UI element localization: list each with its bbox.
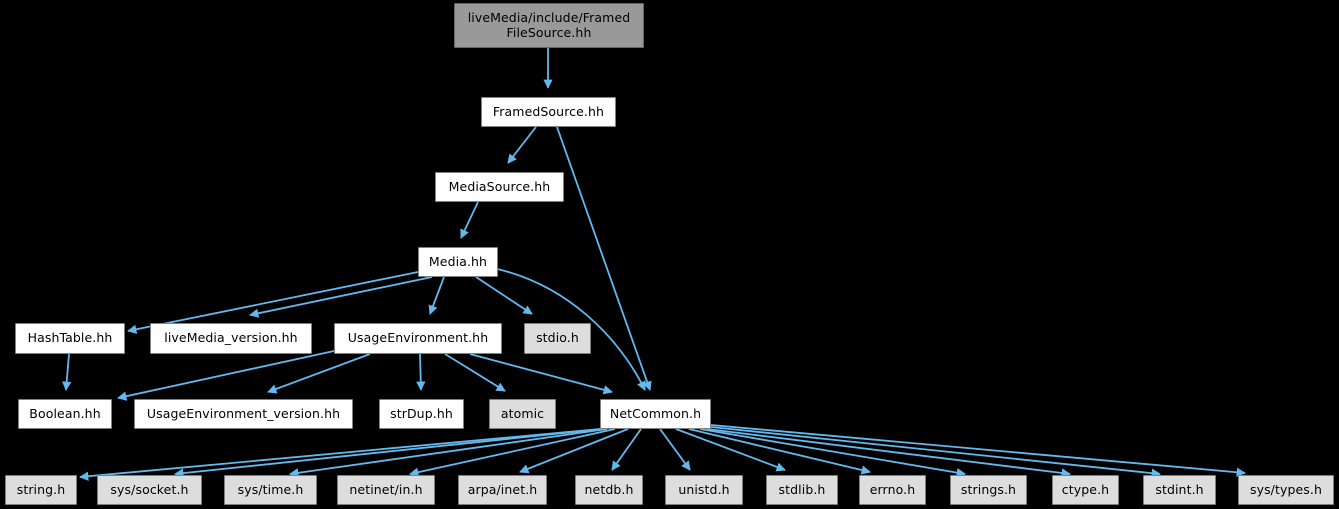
- graph-node-label: UsageEnvironment_version.hh: [146, 405, 341, 421]
- graph-node-stdint[interactable]: stdint.h: [1143, 475, 1216, 505]
- graph-node-label: liveMedia/include/Framed FileSource.hh: [467, 9, 631, 40]
- graph-node-label: FramedSource.hh: [492, 103, 605, 119]
- graph-node-label: netdb.h: [584, 481, 634, 497]
- graph-edge-netcommon-to-stringh: [79, 428, 601, 481]
- graph-node-usageenv[interactable]: UsageEnvironment.hh: [334, 323, 502, 354]
- graph-node-strings[interactable]: strings.h: [950, 475, 1027, 505]
- graph-edge-usageenv-to-boolean: [117, 350, 335, 401]
- graph-node-label: liveMedia_version.hh: [164, 330, 298, 346]
- graph-edge-netcommon-to-stdint: [710, 426, 1161, 478]
- graph-edge-framedsource-to-mediasource: [507, 126, 537, 164]
- graph-node-label: ctype.h: [1061, 481, 1110, 497]
- graph-edge-netcommon-to-strings: [699, 428, 966, 478]
- graph-node-label: stdlib.h: [778, 481, 826, 497]
- graph-node-label: MediaSource.hh: [448, 178, 551, 194]
- graph-node-label: UsageEnvironment.hh: [347, 330, 489, 346]
- graph-edge-netcommon-to-stdlib: [675, 428, 786, 472]
- graph-node-stringh[interactable]: string.h: [5, 475, 77, 505]
- graph-node-label: NetCommon.h: [609, 405, 702, 421]
- graph-node-label: stdint.h: [1155, 481, 1204, 497]
- graph-node-label: string.h: [16, 481, 66, 497]
- graph-edge-netcommon-to-systime: [289, 428, 608, 478]
- graph-edge-usageenv-to-usageenvversion: [267, 353, 371, 394]
- graph-node-arpainet[interactable]: arpa/inet.h: [458, 475, 547, 505]
- graph-node-label: Boolean.hh: [29, 405, 101, 421]
- graph-node-root[interactable]: liveMedia/include/Framed FileSource.hh: [454, 3, 644, 48]
- graph-node-media[interactable]: Media.hh: [418, 247, 498, 277]
- graph-node-boolean[interactable]: Boolean.hh: [18, 399, 112, 429]
- graph-edge-netcommon-to-unistd: [659, 428, 691, 471]
- graph-node-label: arpa/inet.h: [467, 481, 538, 497]
- graph-node-label: errno.h: [869, 481, 916, 497]
- graph-node-strdup[interactable]: strDup.hh: [379, 399, 464, 429]
- graph-edge-usageenv-to-atomic: [444, 353, 506, 392]
- graph-node-mediasource[interactable]: MediaSource.hh: [435, 172, 564, 202]
- graph-node-unistd[interactable]: unistd.h: [665, 475, 743, 505]
- graph-edge-netcommon-to-systypes: [710, 424, 1246, 477]
- graph-node-atomic[interactable]: atomic: [489, 399, 556, 429]
- graph-node-label: sys/types.h: [1249, 481, 1323, 497]
- graph-node-label: netinet/in.h: [349, 481, 423, 497]
- graph-node-errno[interactable]: errno.h: [859, 475, 926, 505]
- graph-node-systime[interactable]: sys/time.h: [224, 475, 317, 505]
- graph-node-stdio[interactable]: stdio.h: [524, 323, 591, 354]
- graph-node-stdlib[interactable]: stdlib.h: [766, 475, 838, 505]
- graph-edge-media-to-netcommon: [492, 267, 646, 391]
- graph-node-label: strings.h: [960, 481, 1017, 497]
- graph-node-hashtable[interactable]: HashTable.hh: [15, 323, 125, 354]
- graph-edge-netcommon-to-netdb: [611, 428, 642, 471]
- graph-node-framedsource[interactable]: FramedSource.hh: [481, 97, 616, 127]
- graph-edge-usageenv-to-netcommon: [469, 353, 613, 395]
- graph-edge-media-to-livemediaversion: [249, 276, 433, 318]
- graph-edge-netcommon-to-netinetin: [409, 428, 616, 477]
- graph-node-label: Media.hh: [428, 253, 488, 269]
- graph-node-netinetin[interactable]: netinet/in.h: [337, 475, 435, 505]
- graph-edge-netcommon-to-ctype: [706, 428, 1071, 478]
- graph-node-ctype[interactable]: ctype.h: [1052, 475, 1119, 505]
- graph-node-usageenvversion[interactable]: UsageEnvironment_version.hh: [134, 399, 353, 429]
- graph-node-systypes[interactable]: sys/types.h: [1238, 475, 1334, 505]
- graph-node-label: unistd.h: [678, 481, 730, 497]
- graph-edge-netcommon-to-errno: [688, 428, 871, 475]
- graph-edge-netcommon-to-syssocket: [174, 428, 603, 478]
- graph-edge-media-to-hashtable: [127, 271, 419, 334]
- graph-node-livemediaversion[interactable]: liveMedia_version.hh: [150, 323, 312, 354]
- graph-edge-framedsource-to-netcommon: [556, 126, 652, 391]
- graph-edge-mediasource-to-media: [460, 201, 479, 239]
- graph-node-label: atomic: [500, 405, 545, 421]
- graph-node-netdb[interactable]: netdb.h: [575, 475, 643, 505]
- graph-edge-hashtable-to-boolean: [62, 353, 72, 391]
- graph-node-label: HashTable.hh: [27, 330, 113, 346]
- graph-node-label: strDup.hh: [390, 405, 453, 421]
- graph-edge-media-to-usageenv: [428, 276, 445, 315]
- graph-node-netcommon[interactable]: NetCommon.h: [600, 399, 711, 429]
- graph-node-syssocket[interactable]: sys/socket.h: [97, 475, 202, 505]
- graph-edge-netcommon-to-arpainet: [519, 428, 629, 474]
- graph-node-label: sys/time.h: [237, 481, 304, 497]
- graph-node-label: sys/socket.h: [110, 481, 189, 497]
- graph-edge-media-to-stdio: [475, 276, 533, 315]
- graph-node-label: stdio.h: [536, 330, 579, 346]
- graph-edge-usageenv-to-strdup: [416, 353, 426, 391]
